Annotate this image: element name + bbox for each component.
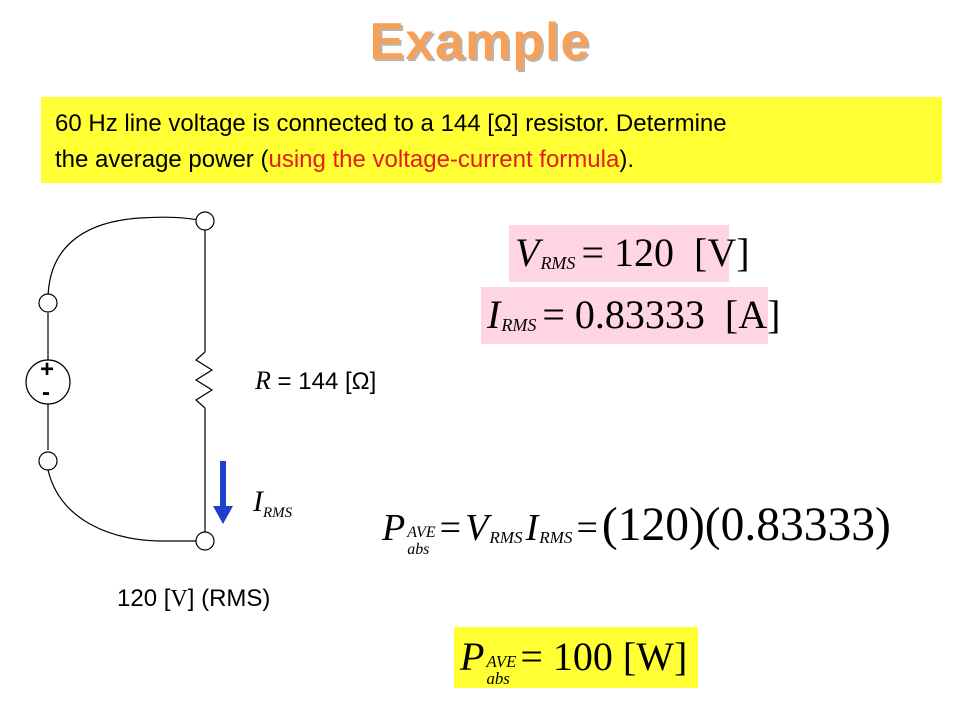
irms-rhs: = 0.83333 [A] — [542, 292, 781, 337]
problem-line-2: the average power (using the voltage-cur… — [55, 142, 928, 178]
source-label-end: ] (RMS) — [187, 585, 271, 612]
current-subscript: RMS — [263, 505, 293, 521]
power-formula-eq1: = — [439, 507, 462, 549]
source-label-start: 120 [ — [117, 585, 171, 612]
current-arrow-head — [213, 506, 233, 524]
wire-bottom-left — [47, 469, 198, 542]
resistor-symbol: R — [255, 366, 271, 395]
power-formula-v: V — [465, 507, 489, 549]
irms-subscript: RMS — [501, 315, 537, 336]
power-formula-factor-2: (0.83333) — [704, 499, 891, 551]
power-formula-v-sub: RMS — [489, 528, 523, 548]
vrms-subscript: RMS — [540, 253, 576, 274]
vrms-rhs: = 120 [V] — [581, 230, 750, 275]
resistor-value: = 144 [Ω] — [270, 368, 377, 395]
problem-line-2-end: ). — [619, 146, 634, 173]
problem-statement: 60 Hz line voltage is connected to a 144… — [41, 97, 942, 183]
power-formula-i-sub: RMS — [539, 528, 573, 548]
source-label: 120 [V] (RMS) — [117, 585, 270, 613]
terminal-bottom-right — [195, 531, 215, 551]
power-formula-sup: AVE — [407, 523, 436, 541]
problem-line-2-start: the average power ( — [55, 146, 269, 173]
source-plus-sign: + — [40, 356, 55, 383]
terminal-top-right — [195, 211, 215, 231]
result-sup: AVE — [486, 651, 517, 671]
power-formula-sub: abs — [407, 540, 430, 558]
current-label: IRMS — [253, 485, 293, 521]
result-sub: abs — [486, 669, 510, 689]
power-formula-eq2: = — [576, 507, 598, 549]
page-title: Example — [369, 13, 591, 71]
voltage-source — [25, 359, 71, 405]
source-label-unit: V — [170, 586, 188, 612]
current-symbol: I — [253, 485, 263, 518]
power-formula-i: I — [525, 507, 539, 549]
resistor-zigzag — [194, 351, 214, 409]
power-formula-symbol: P — [382, 507, 406, 549]
terminal-left-lower — [38, 451, 58, 471]
result-rhs: = 100 [W] — [520, 634, 688, 679]
result-symbol: P — [460, 634, 485, 679]
terminal-left-upper — [38, 293, 58, 313]
irms-symbol: I — [487, 292, 501, 337]
power-formula-factor-1: (120) — [601, 499, 705, 551]
problem-highlight-red: using the voltage-current formula — [268, 146, 620, 173]
resistor-label: R = 144 [Ω] — [255, 366, 376, 396]
vrms-symbol: V — [515, 230, 540, 275]
source-minus-sign: - — [42, 379, 50, 406]
problem-line-1: 60 Hz line voltage is connected to a 144… — [55, 110, 727, 137]
wire-top-left — [47, 216, 204, 301]
